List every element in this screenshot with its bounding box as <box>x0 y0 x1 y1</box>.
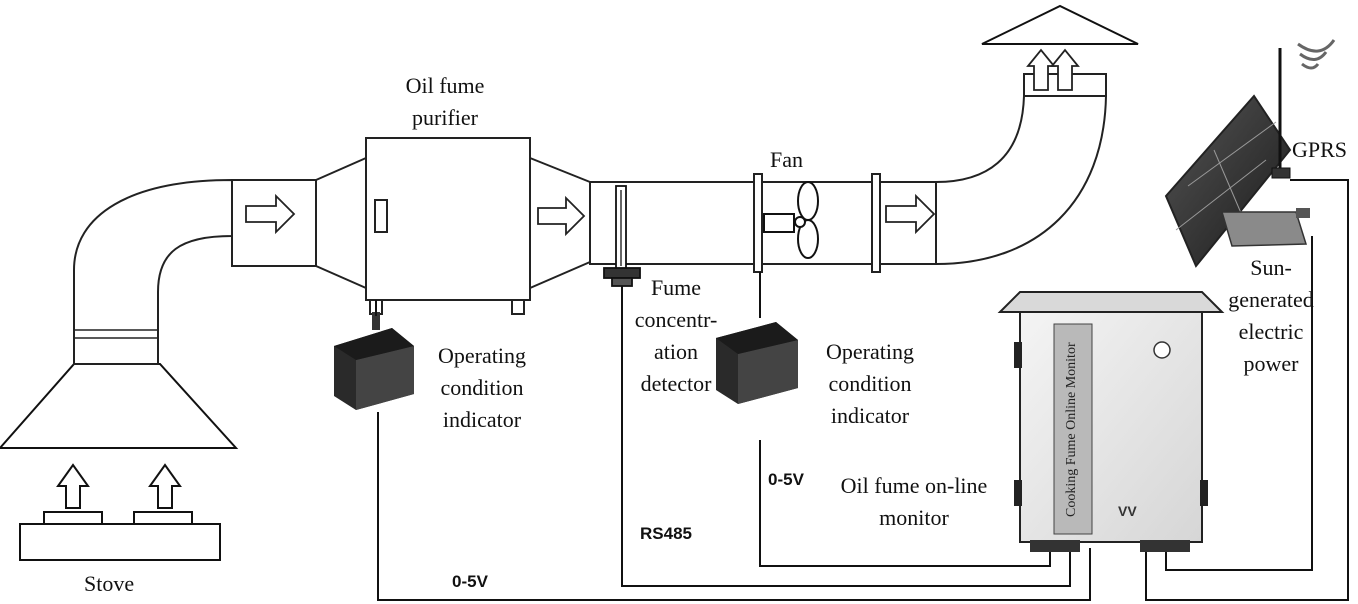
monitor-panel-text: Cooking Fume Online Monitor <box>1064 342 1079 518</box>
solar-panel <box>1164 94 1310 268</box>
heat-up-arrow-icon <box>56 463 182 509</box>
online-monitor-cabinet: VV <box>997 291 1225 552</box>
stove <box>19 511 221 561</box>
svg-text:VV: VV <box>1118 503 1137 519</box>
fan-icon <box>763 181 819 259</box>
flow-arrow-icon <box>245 193 296 235</box>
gprs-antenna <box>1271 48 1291 179</box>
duct-transition <box>315 156 367 290</box>
monitor-label: Oil fume on-line monitor <box>840 473 988 530</box>
exhaust-arrow-icon <box>1026 48 1056 91</box>
flow-arrow-icon <box>537 195 586 237</box>
solar-power-label: Sun- generated electric power <box>1228 255 1314 376</box>
duct-elbow-right <box>935 95 1108 266</box>
indicator-label-2: Operating condition indicator <box>826 339 914 428</box>
indicator-label-1: Operating condition indicator <box>438 343 526 432</box>
purifier-label: Oil fume purifier <box>405 73 485 130</box>
condition-indicator-device <box>334 312 414 410</box>
oil-fume-purifier <box>365 137 531 301</box>
duct-elbow-left <box>73 178 233 365</box>
wireless-signal-icon <box>1297 39 1336 70</box>
flow-arrow-icon <box>885 193 936 235</box>
signal-label-bottom: 0-5V <box>452 572 488 591</box>
signal-label-rs485: RS485 <box>640 524 692 543</box>
exhaust-arrow-icon <box>1050 48 1080 91</box>
gprs-label: GPRS <box>1292 137 1348 162</box>
fume-detector-probe <box>603 185 641 287</box>
stove-label: Stove <box>84 571 135 596</box>
chimney-cap <box>981 4 1139 45</box>
duct-segment <box>231 179 317 267</box>
detector-label: Fume concentr- ation detector <box>634 275 718 396</box>
condition-indicator-device <box>716 322 798 404</box>
fan-label: Fan <box>770 147 803 172</box>
range-hood <box>0 363 239 449</box>
signal-wiring <box>377 179 1349 601</box>
signal-label-fan: 0-5V <box>768 470 804 489</box>
